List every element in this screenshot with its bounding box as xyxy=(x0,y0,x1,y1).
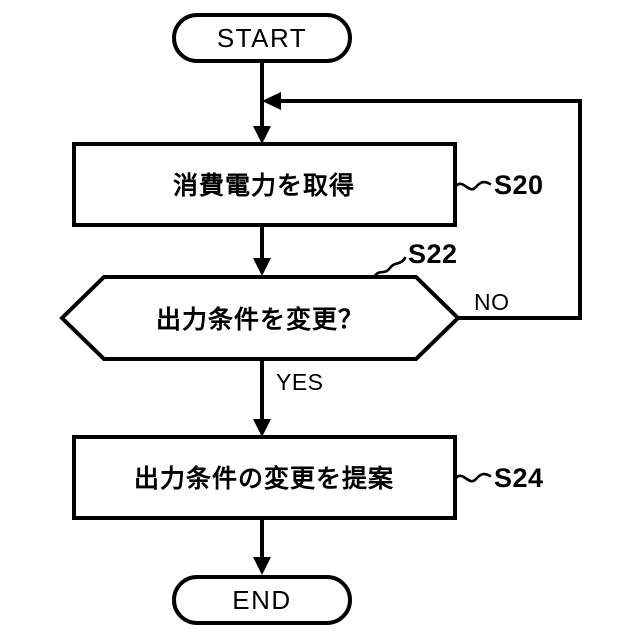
node-start: START xyxy=(172,13,352,63)
s24-process-shape xyxy=(72,435,457,520)
arrowhead-down-to-end xyxy=(253,557,271,575)
connector-yes-to-s24: YES xyxy=(253,359,324,437)
branch-label-yes: YES xyxy=(276,369,324,395)
s24-leader-squiggle xyxy=(454,472,492,483)
step-id-s22: S22 xyxy=(372,239,458,279)
end-terminator-shape xyxy=(172,575,352,625)
s22-leader-squiggle xyxy=(372,256,407,279)
connector-start-to-s20 xyxy=(253,61,271,144)
start-label: START xyxy=(217,23,307,53)
s20-leader-squiggle xyxy=(454,180,492,191)
s22-step-id: S22 xyxy=(408,239,458,269)
s24-step-id: S24 xyxy=(494,463,544,493)
end-label: END xyxy=(232,585,291,615)
arrowhead-left-loopback xyxy=(262,92,281,110)
step-id-s24: S24 xyxy=(454,463,544,493)
arrowhead-down-to-s24 xyxy=(253,419,271,437)
connector-no-loopback: NO xyxy=(262,92,582,320)
node-step-s24: 出力条件の変更を提案 xyxy=(72,435,457,520)
step-id-s20: S20 xyxy=(454,170,544,200)
node-step-s20: 消費電力を取得 xyxy=(72,142,457,227)
s24-label: 出力条件の変更を提案 xyxy=(134,464,394,493)
node-end: END xyxy=(172,575,352,625)
arrowhead-down-to-s20 xyxy=(253,126,271,144)
branch-label-no: NO xyxy=(474,289,510,315)
node-decision-s22: 出力条件を変更？ xyxy=(59,275,461,361)
connector-s20-to-s22 xyxy=(253,225,271,276)
s22-label: 出力条件を変更？ xyxy=(156,305,364,334)
arrowhead-down-to-s22 xyxy=(253,258,271,276)
s20-label: 消費電力を取得 xyxy=(173,171,355,200)
s20-process-shape xyxy=(72,142,457,227)
connector-s24-to-end xyxy=(253,518,271,575)
s20-step-id: S20 xyxy=(494,170,544,200)
